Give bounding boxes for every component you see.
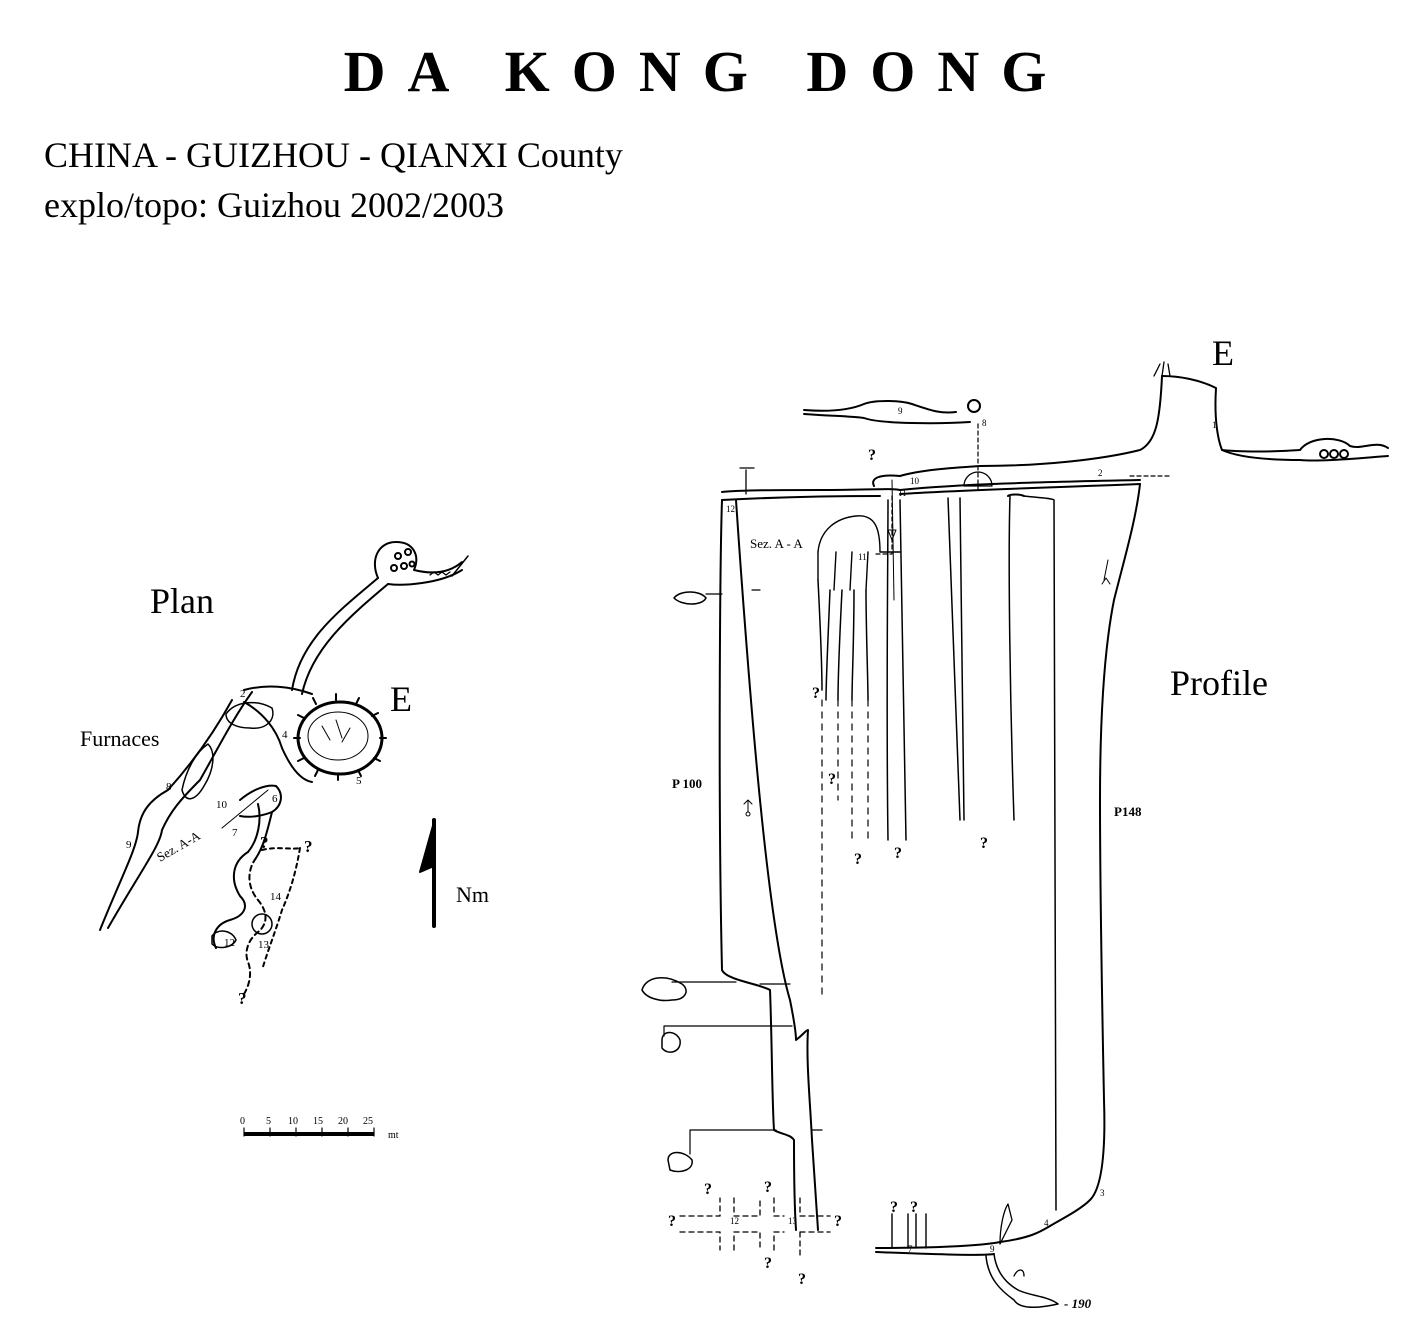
profile-station: 13 [788, 1216, 798, 1226]
profile-station: 12 [730, 1216, 739, 1226]
profile-unknown-mark: ? [834, 1213, 842, 1230]
plan-station: 12 [224, 937, 235, 949]
plan-map [99, 541, 469, 1137]
profile-station: 10 [910, 476, 920, 486]
profile-section-label: Sez. A - A [750, 536, 803, 551]
scale-unit: mt [388, 1130, 399, 1141]
plan-station: 8 [166, 781, 172, 793]
plan-station: 10 [216, 799, 228, 811]
plan-unknown-mark: ? [260, 833, 269, 852]
profile-unknown-mark: ? [854, 851, 862, 868]
profile-unknown-mark: ? [890, 1199, 898, 1216]
profile-station: 7 [908, 1244, 913, 1254]
plan-label: Plan [150, 581, 215, 621]
depth-label: - 190 [1064, 1296, 1092, 1311]
scale-tick-label: 10 [288, 1116, 298, 1127]
plan-station: 14 [270, 891, 282, 903]
furnaces-label: Furnaces [80, 726, 160, 751]
profile-station: 11 [898, 488, 907, 498]
plan-station: 6 [272, 793, 278, 805]
scale-tick-label: 5 [266, 1116, 271, 1127]
plan-unknown-mark: ? [304, 837, 313, 856]
location-subtitle: CHINA - GUIZHOU - QIANXI County [44, 135, 623, 175]
profile-unknown-mark: ? [980, 835, 988, 852]
profile-unknown-mark: ? [704, 1181, 712, 1198]
profile-unknown-mark: ? [764, 1255, 772, 1272]
shaft-p100-label: P 100 [672, 776, 702, 791]
profile-unknown-mark: ? [668, 1213, 676, 1230]
plan-station: 7 [232, 827, 238, 839]
profile-unknown-mark: ? [910, 1199, 918, 1216]
scale-tick-label: 20 [338, 1116, 348, 1127]
profile-station: 9 [990, 1244, 995, 1254]
profile-unknown-mark: ? [868, 447, 876, 464]
profile-unknown-mark: ? [798, 1271, 806, 1288]
shaft-p148-label: P148 [1114, 804, 1142, 819]
profile-unknown-mark: ? [812, 685, 820, 702]
profile-unknown-mark: ? [894, 845, 902, 862]
profile-station: 9 [898, 406, 903, 416]
plan-station: 9 [126, 839, 132, 851]
profile-station: 2 [1098, 468, 1103, 478]
exploration-credit: explo/topo: Guizhou 2002/2003 [44, 185, 504, 225]
scale-tick-label: 15 [313, 1116, 323, 1127]
profile-entrance-label: E [1212, 333, 1234, 373]
page-title: DA KONG DONG [343, 39, 1069, 104]
profile-station: 11 [858, 552, 867, 562]
profile-unknown-mark: ? [764, 1179, 772, 1196]
plan-station: 2 [240, 688, 246, 700]
plan-station: 13 [258, 939, 270, 951]
profile-section [641, 361, 1389, 1308]
profile-station: 1 [1212, 420, 1217, 430]
scale-tick-label: 0 [240, 1116, 245, 1127]
profile-station: 12 [726, 504, 735, 514]
plan-station: 4 [282, 729, 288, 741]
plan-station: 5 [356, 775, 362, 787]
plan-entrance-label: E [390, 679, 412, 719]
north-label: Nm [456, 882, 489, 907]
profile-station: 4 [1044, 1218, 1049, 1228]
profile-label: Profile [1170, 663, 1268, 703]
plan-unknown-mark: ? [238, 989, 247, 1008]
scale-tick-label: 25 [363, 1116, 373, 1127]
profile-station: 8 [982, 418, 987, 428]
profile-station: 3 [1100, 1188, 1105, 1198]
profile-unknown-mark: ? [828, 771, 836, 788]
